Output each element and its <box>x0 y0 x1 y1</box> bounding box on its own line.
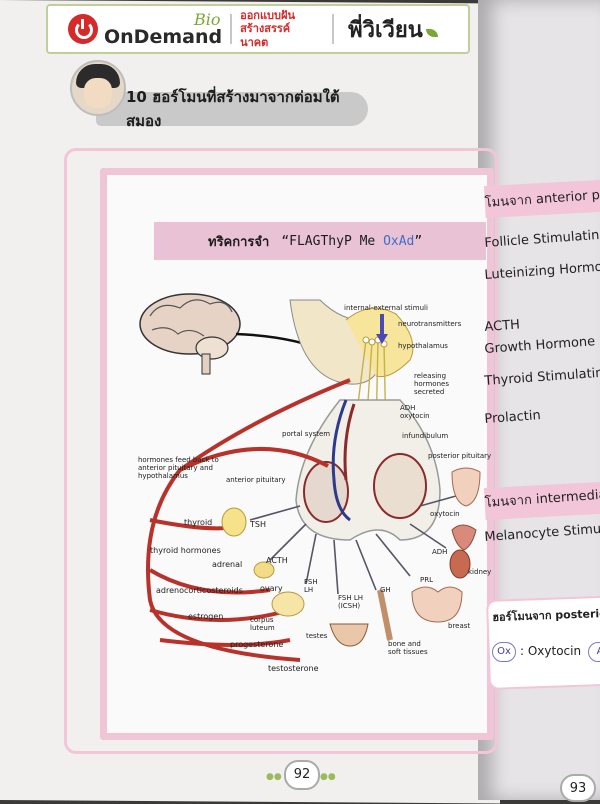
label-infundibulum: infundibulum <box>402 432 449 440</box>
hormone-item: ACTH <box>484 317 521 335</box>
mnemonic-label: ทริคการจำ <box>208 234 270 250</box>
avatar <box>70 60 126 116</box>
label-posterior-pituitary: posterior pituitary <box>428 452 492 460</box>
label-tsh: TSH <box>250 520 266 529</box>
mnemonic-prefix: “FLAGThyP Me <box>281 233 384 249</box>
uterus-icon <box>451 524 477 551</box>
label-corpus-luteum: corpus luteum <box>250 616 275 633</box>
section-title: 10 ฮอร์โมนที่สร้างมาจากต่อมใต้สมอง <box>96 88 368 130</box>
testes-icon <box>329 623 369 647</box>
brand-logo: Bio OnDemand <box>104 9 223 48</box>
brand-bio: Bio <box>194 9 221 29</box>
tagline-line1: ออกแบบฝัน <box>240 9 295 23</box>
label-adrenal: adrenal <box>212 560 243 569</box>
leaf-icon <box>425 28 438 37</box>
torso-icon <box>451 467 481 507</box>
page-number-decoration: ●● <box>266 772 282 782</box>
tagline-line3: นาคต <box>240 35 269 49</box>
brand-tagline: ออกแบบฝัน สร้างสรรค์ นาคต <box>240 9 324 49</box>
label-hypothalamus: hypothalamus <box>398 342 448 350</box>
label-testosterone: testosterone <box>268 664 319 673</box>
ad-badge: A <box>588 642 600 662</box>
label-ovary: ovary <box>260 584 283 593</box>
ox-badge: Ox <box>492 642 516 662</box>
mnemonic-highlight: OxAd <box>383 233 415 249</box>
label-portal-system: portal system <box>282 430 331 438</box>
label-thyroid: thyroid <box>184 518 213 527</box>
label-fsh-lh: FSH LH <box>304 578 318 595</box>
page-number-left: 92 <box>284 760 320 790</box>
label-neurotransmitters: neurotransmitters <box>398 320 462 328</box>
power-icon <box>68 14 98 44</box>
tagline-line2: สร้างสรรค์ <box>240 22 291 36</box>
bone-icon <box>377 589 393 641</box>
mnemonic-banner: ทริคการจำ “FLAGThyP Me OxAd” <box>154 222 486 260</box>
thyroid-icon <box>221 507 247 537</box>
label-bone: bone and soft tissues <box>388 640 428 657</box>
section-title-text: 10 ฮอร์โมนที่สร้างมาจากต่อมใต้สมอง <box>126 88 340 130</box>
label-internal-external: internal-external stimuli <box>344 304 428 312</box>
author-name-text: พี่วิเวียน <box>348 17 423 43</box>
label-breast: breast <box>448 622 471 630</box>
kidney-icon <box>449 549 471 579</box>
label-kidney: kidney <box>468 568 492 576</box>
label-adh: ADH <box>432 548 448 556</box>
page-number-right: 93 <box>560 774 596 802</box>
breast-icon <box>411 586 463 623</box>
label-feedback: hormones feed back to anterior pituitary… <box>138 456 219 481</box>
label-acth: ACTH <box>266 556 288 565</box>
mnemonic-value: “FLAGThyP Me OxAd” <box>281 234 422 249</box>
posterior-title: ฮอร์โมนจาก posterior <box>492 606 600 624</box>
ovary-icon <box>271 591 305 617</box>
brand-name: OnDemand <box>104 25 223 48</box>
label-adrenocorticosteroids: adrenocorticosteroids <box>156 586 243 595</box>
label-anterior-pituitary: anterior pituitary <box>226 476 286 484</box>
brand-bar: Bio OnDemand ออกแบบฝัน สร้างสรรค์ นาคต พ… <box>46 4 470 54</box>
label-prl: PRL <box>420 576 433 584</box>
divider <box>332 14 335 44</box>
content-frame <box>64 148 498 754</box>
label-gh: GH <box>380 586 391 594</box>
label-fsh-lh-icsh: FSH LH (ICSH) <box>338 594 363 611</box>
brain-icon <box>139 293 241 375</box>
label-releasing: releasing hormones secreted <box>414 372 449 397</box>
label-thyroid-hormones: thyroid hormones <box>150 546 221 555</box>
adrenal-icon <box>253 561 275 579</box>
label-adh-oxytocin: ADH oxytocin <box>400 404 430 421</box>
label-progesterone: progesterone <box>230 640 284 649</box>
label-estrogen: estrogen <box>188 612 224 621</box>
mnemonic-suffix: ” <box>414 233 423 249</box>
label-testes: testes <box>306 632 328 640</box>
oxytocin-text: : Oxytocin <box>520 644 582 658</box>
page-number-decoration: ●● <box>320 772 336 782</box>
author-name: พี่วิเวียน <box>348 12 438 47</box>
label-oxytocin: oxytocin <box>430 510 460 518</box>
divider <box>230 14 233 44</box>
